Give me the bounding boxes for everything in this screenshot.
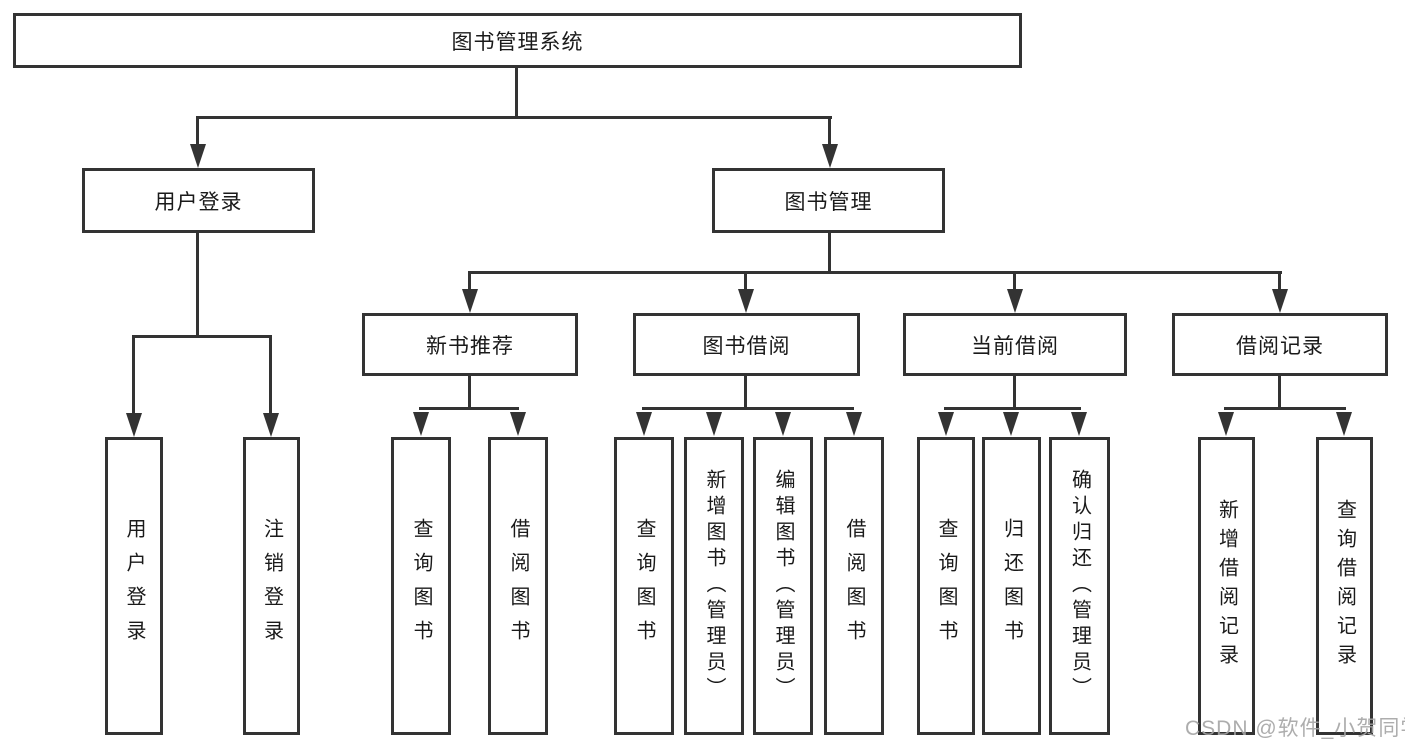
leaf-cb-confirm-return-admin: 确认归还（管理员） (1049, 437, 1110, 735)
arrow-bb-child4 (846, 412, 862, 436)
leaf-bb-borrow-books-label: 借阅图书 (843, 518, 865, 654)
node-book-borrowing-label: 图书借阅 (702, 334, 791, 358)
connector-borrowing-down (744, 376, 747, 410)
leaf-cb-query-books-label: 查询图书 (935, 518, 957, 654)
arrow-bb-child3 (775, 412, 791, 436)
arrow-cb-child1 (938, 412, 954, 436)
leaf-bb-query-books-label: 查询图书 (633, 518, 655, 654)
connector-borrowing-bar (642, 407, 854, 410)
arrow-bb-child2 (706, 412, 722, 436)
arrow-nb-child2 (510, 412, 526, 436)
connector-level2-bar (196, 116, 832, 119)
node-new-book-rec-label: 新书推荐 (426, 334, 514, 358)
connector-newbook-bar (419, 407, 519, 410)
arrow-to-book-mgmt (822, 144, 838, 168)
leaf-cb-query-books: 查询图书 (917, 437, 975, 735)
leaf-nb-borrow-books: 借阅图书 (488, 437, 548, 735)
csdn-watermark: CSDN @软件_小贺同学 (1185, 717, 1405, 740)
connector-root-stem (515, 68, 518, 118)
node-borrow-records: 借阅记录 (1172, 313, 1388, 376)
arrow-br-child1 (1218, 412, 1234, 436)
leaf-bb-add-books-admin-label: 新增图书（管理员） (703, 469, 725, 703)
connector-newbook-down (468, 376, 471, 410)
node-book-mgmt: 图书管理 (712, 168, 945, 233)
node-user-login: 用户登录 (82, 168, 315, 233)
leaf-cb-return-books: 归还图书 (982, 437, 1041, 735)
leaf-logout: 注销登录 (243, 437, 300, 735)
connector-user-login-down (196, 233, 199, 338)
arrow-to-ul-child1 (126, 413, 142, 437)
leaf-br-add-record-label: 新增借阅记录 (1215, 499, 1238, 673)
connector-records-bar (1224, 407, 1346, 410)
node-book-borrowing: 图书借阅 (633, 313, 860, 376)
connector-borrowing-stem (744, 271, 747, 293)
arrow-to-ul-child2 (263, 413, 279, 437)
node-book-mgmt-label: 图书管理 (784, 190, 873, 214)
leaf-user-login-label: 用户登录 (123, 518, 145, 654)
connector-current-stem (1013, 271, 1016, 293)
node-current-borrowing-label: 当前借阅 (971, 334, 1059, 358)
arrow-to-records (1272, 289, 1288, 313)
leaf-cb-confirm-return-admin-label: 确认归还（管理员） (1068, 469, 1091, 703)
arrow-nb-child1 (413, 412, 429, 436)
node-new-book-rec: 新书推荐 (362, 313, 578, 376)
leaf-nb-query-books-label: 查询图书 (410, 518, 432, 654)
leaf-bb-borrow-books: 借阅图书 (824, 437, 884, 735)
node-root: 图书管理系统 (13, 13, 1022, 68)
node-user-login-label: 用户登录 (154, 190, 243, 214)
connector-records-stem (1278, 271, 1281, 293)
connector-book-mgmt-stem (828, 116, 831, 148)
arrow-cb-child3 (1071, 412, 1087, 436)
arrow-to-borrowing (738, 289, 754, 313)
connector-level3-bar (468, 271, 1282, 274)
node-borrow-records-label: 借阅记录 (1236, 334, 1324, 358)
leaf-nb-borrow-books-label: 借阅图书 (507, 518, 529, 654)
leaf-logout-label: 注销登录 (260, 518, 283, 654)
connector-book-mgmt-down (828, 232, 831, 274)
leaf-bb-edit-books-admin-label: 编辑图书（管理员） (772, 469, 794, 703)
arrow-to-current (1007, 289, 1023, 313)
leaf-br-add-record: 新增借阅记录 (1198, 437, 1255, 735)
leaf-bb-query-books: 查询图书 (614, 437, 674, 735)
arrow-br-child2 (1336, 412, 1352, 436)
leaf-bb-add-books-admin: 新增图书（管理员） (684, 437, 744, 735)
leaf-user-login: 用户登录 (105, 437, 163, 735)
connector-user-login-bar (132, 335, 272, 338)
connector-newbook-stem (468, 271, 471, 293)
connector-user-login-stem (196, 116, 199, 148)
node-root-label: 图书管理系统 (451, 30, 584, 54)
connector-current-down (1013, 376, 1016, 410)
node-current-borrowing: 当前借阅 (903, 313, 1127, 376)
arrow-bb-child1 (636, 412, 652, 436)
connector-ul-child2-stem (269, 335, 272, 415)
arrow-cb-child2 (1003, 412, 1019, 436)
leaf-br-query-record-label: 查询借阅记录 (1333, 499, 1356, 673)
connector-records-down (1278, 376, 1281, 410)
leaf-nb-query-books: 查询图书 (391, 437, 451, 735)
arrow-to-newbook (462, 289, 478, 313)
leaf-br-query-record: 查询借阅记录 (1316, 437, 1373, 735)
arrow-to-user-login (190, 144, 206, 168)
leaf-bb-edit-books-admin: 编辑图书（管理员） (753, 437, 813, 735)
connector-ul-child1-stem (132, 335, 135, 415)
connector-current-bar (944, 407, 1081, 410)
leaf-cb-return-books-label: 归还图书 (1000, 518, 1023, 654)
